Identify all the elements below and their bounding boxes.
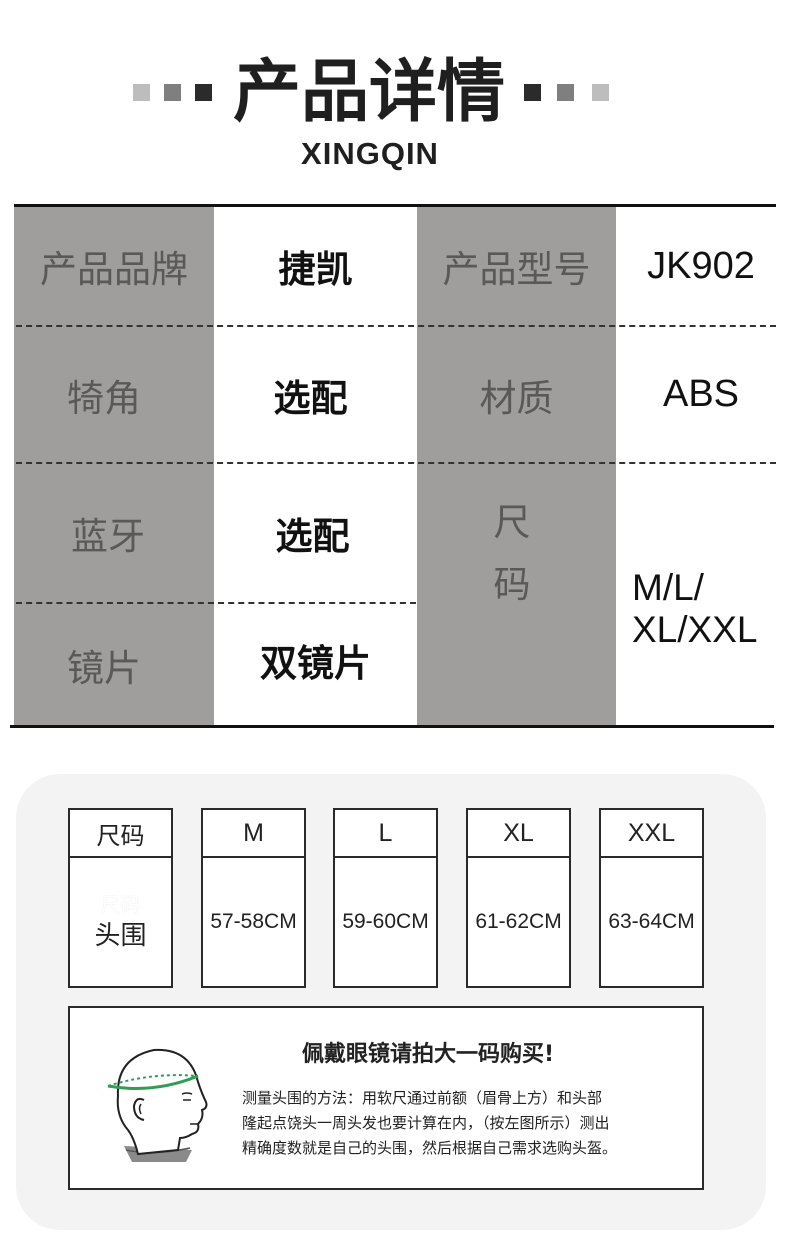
row-divider-1 bbox=[16, 325, 776, 327]
size-chart-header-label: 尺码 bbox=[70, 810, 171, 858]
material-label: 材质 bbox=[479, 376, 554, 420]
size-name: L bbox=[335, 810, 436, 858]
size-value-line-2: XL/XXL bbox=[632, 609, 758, 650]
size-value-line-1: M/L/ bbox=[632, 567, 704, 608]
lens-value: 双镜片 bbox=[260, 642, 371, 685]
deco-square-mid-left bbox=[164, 84, 181, 101]
label-column-right bbox=[417, 207, 616, 725]
table-bottom-rule bbox=[10, 725, 774, 728]
lens-label: 镜片 bbox=[67, 646, 141, 690]
measure-line-3: 精确度数就是自己的头围，然后根据自己需求选购头盔。 bbox=[242, 1139, 618, 1157]
horn-value: 选配 bbox=[273, 376, 348, 420]
head-circumference: 61-62CM bbox=[475, 910, 562, 933]
size-name: XL bbox=[468, 810, 569, 858]
size-chart-row-label: 头围 bbox=[94, 920, 147, 950]
page-subtitle: XINGQIN bbox=[301, 136, 439, 171]
deco-square-mid-right bbox=[557, 84, 574, 101]
measure-line-2: 隆起点饶头一周头发也要计算在内，（按左图所示）测出 bbox=[242, 1114, 610, 1132]
bluetooth-value: 选配 bbox=[275, 515, 350, 558]
measure-title: 佩戴眼镜请拍大一码购买! bbox=[302, 1042, 555, 1067]
size-value: M/L/ XL/XXL bbox=[632, 464, 782, 754]
deco-square-light-right bbox=[592, 84, 609, 101]
size-column-l: L 59-60CM bbox=[333, 808, 438, 988]
head-circumference: 57-58CM bbox=[210, 910, 297, 933]
page-title: 产品详情 bbox=[232, 53, 505, 132]
head-measure-illustration bbox=[94, 1038, 222, 1166]
measure-line-1: 测量头围的方法：用软尺通过前额（眉骨上方）和头部 bbox=[242, 1089, 603, 1107]
deco-square-dark-left bbox=[195, 84, 212, 101]
size-chart-row-label-cell: 尺码 头围 bbox=[70, 858, 171, 986]
size-chart-ghost-label: 尺码 bbox=[100, 895, 141, 917]
size-column-xxl: XXL 63-64CM bbox=[599, 808, 704, 988]
horn-label: 犄角 bbox=[67, 376, 141, 420]
head-circumference: 63-64CM bbox=[608, 910, 695, 933]
brand-value: 捷凯 bbox=[278, 248, 353, 291]
table-top-rule bbox=[14, 204, 776, 207]
model-value: JK902 bbox=[647, 244, 755, 287]
row-divider-3 bbox=[16, 602, 416, 604]
bluetooth-label: 蓝牙 bbox=[71, 515, 145, 558]
head-circumference: 59-60CM bbox=[342, 910, 429, 933]
brand-label: 产品品牌 bbox=[40, 248, 188, 291]
material-value: ABS bbox=[662, 373, 740, 415]
size-column-m: M 57-58CM bbox=[201, 808, 306, 988]
size-label-char-1: 尺 bbox=[493, 501, 531, 544]
deco-square-dark-right bbox=[524, 84, 541, 101]
size-label: 尺 码 bbox=[417, 464, 607, 644]
measure-info-box: 佩戴眼镜请拍大一码购买! 测量头围的方法：用软尺通过前额（眉骨上方）和头部 隆起… bbox=[68, 1006, 704, 1190]
measure-instructions: 测量头围的方法：用软尺通过前额（眉骨上方）和头部 隆起点饶头一周头发也要计算在内… bbox=[242, 1086, 686, 1161]
size-column-xl: XL 61-62CM bbox=[466, 808, 571, 988]
size-name: XXL bbox=[601, 810, 702, 858]
size-name: M bbox=[203, 810, 304, 858]
size-chart-header-box: 尺码 尺码 头围 bbox=[68, 808, 173, 988]
model-label: 产品型号 bbox=[442, 248, 591, 291]
size-label-char-2: 码 bbox=[493, 563, 531, 606]
label-column-left bbox=[14, 207, 214, 725]
row-divider-2 bbox=[16, 462, 776, 464]
deco-square-light-left bbox=[133, 84, 150, 101]
